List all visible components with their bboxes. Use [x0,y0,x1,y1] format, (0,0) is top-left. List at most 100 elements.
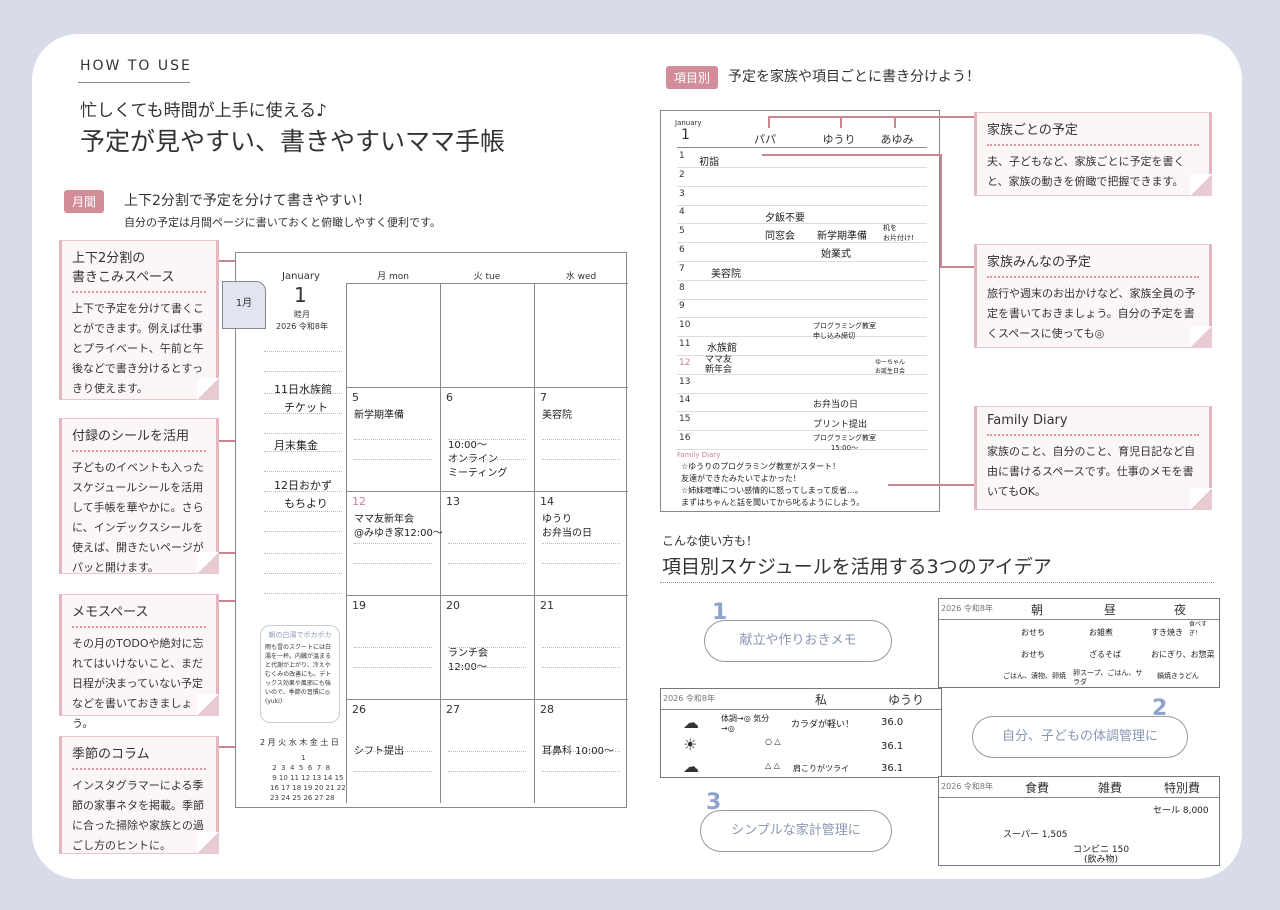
meal-cell: ごはん、漬物、卵焼 [1003,672,1066,680]
row-day-number: 16 [679,433,691,443]
col-yuri: ゆうり [822,133,856,146]
year: 2026 令和8年 [941,782,993,791]
money-table: 2026 令和8年 食費 雑費 特別費 セール 8,000 スーパー 1,505… [938,776,1220,866]
row-day-number: 9 [679,301,685,312]
meal-head: 朝 [1030,603,1043,617]
callout-title: 付録のシールを活用 [72,425,206,452]
day-number: 28 [540,703,554,716]
entry: お弁当の日 [813,400,859,410]
month-en: January [675,119,702,127]
day-number: 12 [352,495,366,508]
row-day-number: 2 [679,169,685,180]
mini-calendar: 1 2 3 4 5 6 7 8 9 10 11 12 13 14 15 16 1… [270,754,346,802]
row-day-number: 5 [679,226,685,237]
day-number: 26 [352,703,366,716]
old-month-name: 睦月 [294,310,310,319]
column-text: 雨も雪のスクートには白湯を一杯。内臓が温まると代謝が上がり、冷えやむくみの改善に… [265,644,332,705]
row-day-number: 6 [679,245,685,255]
meal-cell: おせち [1021,650,1045,659]
idea-bubble-money: シンプルな家計管理に [700,810,892,852]
monthly-sub: 自分の予定は月間ページに書いておくと俯瞰しやすく便利です。 [124,216,441,229]
callout-column: 季節のコラム インスタグラマーによる季節の家事ネタを掲載。季節に合った掃除や家族… [59,736,219,854]
subtitle: 忙しくても時間が上手に使える♪ [80,101,327,121]
day-number: 5 [352,391,359,404]
entry: ゆーちゃん お誕生日会 [875,359,906,375]
callout-body: 上下で予定を分けて書くことができます。例えば仕事とプライベート、午前と午後などで… [72,302,204,395]
ideas-pretitle: こんな使い方も！ [662,534,759,548]
health-head: ゆうり [887,693,924,707]
idea-bubble-health: 自分、子どもの体調管理に [972,716,1188,758]
meal-head: 昼 [1103,603,1116,617]
day-entry: 耳鼻科 10:00〜 [542,746,614,757]
cloud-icon: ☁ [683,713,699,732]
day-entry: ゆうり お弁当の日 [542,514,592,539]
health-cell: 36.0 [881,717,904,728]
money-cell: スーパー 1,505 [1003,830,1068,840]
money-head: 特別費 [1163,781,1200,795]
row-day-number: 11 [679,339,691,349]
callout-family-schedule: 家族ごとの予定 夫、子どもなど、家族ごとに予定を書くと、家族の動きを俯瞰で把握で… [974,112,1212,196]
entry: プログラミング教室 申し込み締切 [813,322,876,340]
day-number: 19 [352,599,366,612]
page: HOW TO USE 忙しくても時間が上手に使える♪ 予定が見やすい、書きやすい… [32,34,1242,879]
callout-body: 家族のこと、自分のこと、育児日記など自由に書けるスペースです。仕事のメモを書いて… [987,445,1196,498]
meal-cell: お雑煮 [1089,628,1113,637]
callout-all-family: 家族みんなの予定 旅行や週末のお出かけなど、家族全員の予定を書いておきましょう。… [974,244,1212,348]
callout-body: インスタグラマーによる季節の家事ネタを掲載。季節に合った掃除や家族との過ごし方の… [72,779,204,852]
callout-title: 季節のコラム [72,743,206,770]
year: 2026 令和8年 [663,694,715,703]
day-entry: 美容院 [542,410,572,421]
col-papa: パパ [754,133,776,146]
entry: 机を お片付け! [883,224,914,242]
health-cell: △ △ [765,761,780,770]
day-number: 14 [540,495,554,508]
idea-number: 1 [712,600,728,625]
meal-cell: おにぎり、お惣菜 [1151,650,1215,659]
memo-line: 11日水族館 [274,383,332,396]
season-column: 朝の白湯でポカポカ 雨も雪のスクートには白湯を一杯。内臓が温まると代謝が上がり、… [260,625,340,723]
row-day-number: 1 [679,151,685,161]
callout-title: 家族ごとの予定 [987,119,1199,146]
diary-text: ☆ゆうりのプログラミング教室がスタート！ 友達ができたみたいでよかった！ ☆姉妹… [681,462,865,507]
column-title: 朝の白湯でポカポカ [268,631,332,639]
money-cell: セール 8,000 [1153,806,1209,816]
meal-note: 食べすぎ！ [1189,621,1208,637]
row-day-number: 4 [679,207,685,218]
row-day-number: 10 [679,320,691,331]
year: 2026 令和8年 [941,604,993,613]
entry: ママ友 新年会 [705,355,733,375]
callout-body: その月のTODOや絶対に忘れてはいけないこと、まだ日程が決まっていない予定などを… [72,637,204,730]
day-number: 6 [446,391,453,404]
meal-cell: 鍋焼きうどん [1157,672,1199,680]
health-head: 私 [814,693,827,707]
memo-line: チケット [284,401,328,414]
memo-line: もちより [284,497,328,510]
idea-bubble-meal: 献立や作りおきメモ [704,620,892,662]
entry: プリント提出 [813,420,868,430]
entry: 同窓会 [765,231,795,242]
money-head: 雑費 [1097,781,1122,795]
month-number: 1 [681,127,690,143]
divider [78,82,190,83]
monthly-tag: 月間 [64,190,105,213]
meal-cell: ざるそば [1089,650,1121,659]
row-day-number: 13 [679,376,691,387]
how-to-use-label: HOW TO USE [80,58,192,74]
family-diary-label: Family Diary [677,451,721,459]
memo-line: 月末集金 [274,439,318,452]
row-day-number: 15 [679,414,691,425]
entry: 美容院 [711,269,741,280]
day-header-tue: 火 tue [473,272,501,282]
day-number: 13 [446,495,460,508]
callout-title: Family Diary [987,413,1199,436]
category-heading: 予定を家族や項目ごとに書き分けよう！ [728,69,980,85]
day-entry: 新学期準備 [354,410,404,421]
callout-body: 夫、子どもなど、家族ごとに予定を書くと、家族の動きを俯瞰で把握できます。 [987,155,1185,188]
callout-body: 子どものイベントも入ったスケジュールシールを活用して手帳を華やかに。さらに、イン… [72,461,204,574]
entry: 水族館 [707,343,737,354]
day-header-wed: 水 wed [565,272,597,282]
memo-line: 12日おかず [274,479,332,492]
health-cell: 肩こりがツライ [793,764,849,773]
money-head: 食費 [1024,781,1049,795]
month-index-tab[interactable]: 1月 [222,281,266,329]
